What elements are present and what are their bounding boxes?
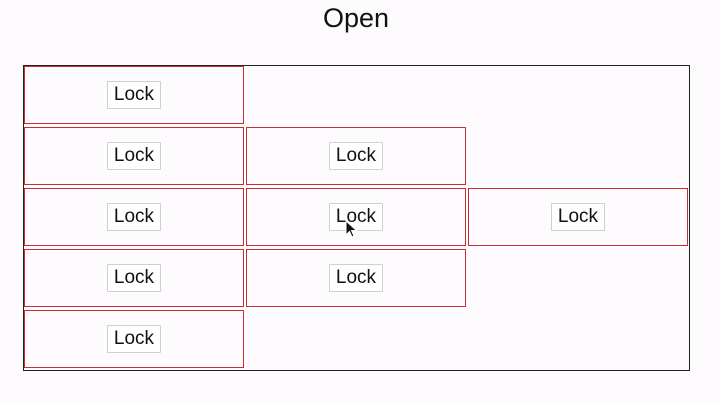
grid-cell: Lock <box>246 188 466 246</box>
lock-grid: Lock Lock Lock Lock Lock Lock Lock Lock … <box>23 65 690 371</box>
lock-button[interactable]: Lock <box>106 325 162 353</box>
lock-button[interactable]: Lock <box>106 142 162 170</box>
lock-button[interactable]: Lock <box>328 142 384 170</box>
lock-button[interactable]: Lock <box>106 264 162 292</box>
page-title: Open <box>322 3 390 33</box>
lock-button[interactable]: Lock <box>550 203 606 231</box>
grid-cell: Lock <box>24 127 244 185</box>
lock-button[interactable]: Lock <box>106 203 162 231</box>
lock-button[interactable]: Lock <box>106 81 162 109</box>
grid-cell: Lock <box>24 188 244 246</box>
grid-cell: Lock <box>246 249 466 307</box>
grid-cell: Lock <box>468 188 688 246</box>
grid-cell: Lock <box>24 310 244 368</box>
grid-cell: Lock <box>246 127 466 185</box>
grid-cell: Lock <box>24 66 244 124</box>
lock-button[interactable]: Lock <box>328 203 384 231</box>
lock-button[interactable]: Lock <box>328 264 384 292</box>
grid-cell: Lock <box>24 249 244 307</box>
